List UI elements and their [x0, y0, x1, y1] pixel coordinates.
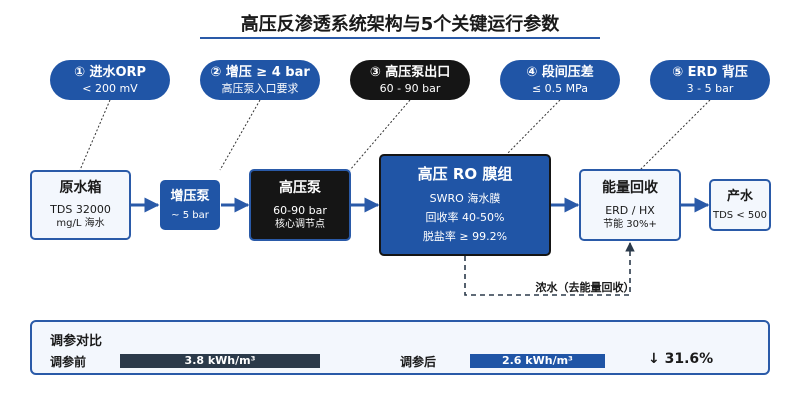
param-sub: 3 - 5 bar [686, 81, 734, 95]
node-title: 能量回收 [602, 179, 658, 196]
node-title: 高压泵 [279, 179, 321, 196]
node-ro-membrane: 高压 RO 膜组 SWRO 海水膜 回收率 40-50% 脱盐率 ≥ 99.2% [379, 154, 551, 256]
reduction-value: ↓ 31.6% [648, 351, 714, 367]
param-title: ① 进水ORP [73, 64, 147, 80]
param-sub: < 200 mV [82, 81, 138, 95]
node-title: 原水箱 [59, 180, 102, 196]
node-detail: mg/L 海水 [56, 218, 105, 229]
node-detail: ERD / HX [605, 203, 655, 217]
param-title: ③ 高压泵出口 [369, 64, 451, 80]
param-pill-stage-dp: ④ 段间压差 ≤ 0.5 MPa [500, 60, 620, 100]
node-detail: 节能 30%+ [603, 218, 657, 230]
param-pill-boost: ② 增压 ≥ 4 bar 高压泵入口要求 [200, 60, 320, 100]
param-pill-hpp-outlet: ③ 高压泵出口 60 - 90 bar [350, 60, 470, 100]
node-detail: TDS 32000 [50, 203, 111, 216]
leader-line-5 [639, 99, 711, 171]
after-energy-bar: 2.6 kWh/m³ [470, 354, 605, 368]
leader-line-2 [219, 99, 261, 171]
node-high-pressure-pump: 高压泵 60-90 bar 核心调节点 [249, 169, 351, 241]
before-energy-bar: 3.8 kWh/m³ [120, 354, 320, 368]
node-title: 增压泵 [170, 188, 210, 204]
param-title: ⑤ ERD 背压 [672, 64, 748, 80]
node-detail: 核心调节点 [275, 218, 325, 230]
node-feed-tank: 原水箱 TDS 32000 mg/L 海水 [30, 170, 131, 240]
param-title: ④ 段间压差 [526, 64, 594, 80]
param-sub: 高压泵入口要求 [221, 81, 299, 95]
brine-label: 浓水（去能量回收） [535, 281, 635, 294]
node-product-water: 产水 TDS < 500 [709, 179, 771, 231]
brine-return-line [464, 242, 635, 296]
node-title: 产水 [726, 188, 753, 204]
param-title: ② 增压 ≥ 4 bar [210, 64, 310, 80]
node-detail: ~ 5 bar [171, 209, 209, 221]
title-underline [200, 37, 600, 39]
leader-line-1 [79, 99, 111, 171]
page-title: 高压反渗透系统架构与5个关键运行参数 [240, 14, 560, 35]
node-energy-recovery: 能量回收 ERD / HX 节能 30%+ [579, 169, 681, 241]
leader-line-4 [504, 99, 561, 157]
node-detail: 脱盐率 ≥ 99.2% [422, 229, 508, 243]
after-label: 调参后 [400, 355, 437, 369]
param-sub: ≤ 0.5 MPa [531, 81, 589, 95]
node-detail: 回收率 40-50% [425, 210, 505, 224]
before-label: 调参前 [50, 355, 87, 369]
param-sub: 60 - 90 bar [379, 81, 441, 95]
param-pill-orp: ① 进水ORP < 200 mV [50, 60, 170, 100]
comparison-title: 调参对比 [50, 334, 103, 349]
node-detail: TDS < 500 [713, 209, 767, 221]
leader-line-3 [349, 99, 411, 171]
node-detail: SWRO 海水膜 [429, 191, 501, 205]
node-detail: 60-90 bar [273, 203, 327, 217]
node-booster-pump: 增压泵 ~ 5 bar [160, 180, 220, 230]
param-pill-erd-backpressure: ⑤ ERD 背压 3 - 5 bar [650, 60, 770, 100]
node-title: 高压 RO 膜组 [417, 164, 513, 183]
